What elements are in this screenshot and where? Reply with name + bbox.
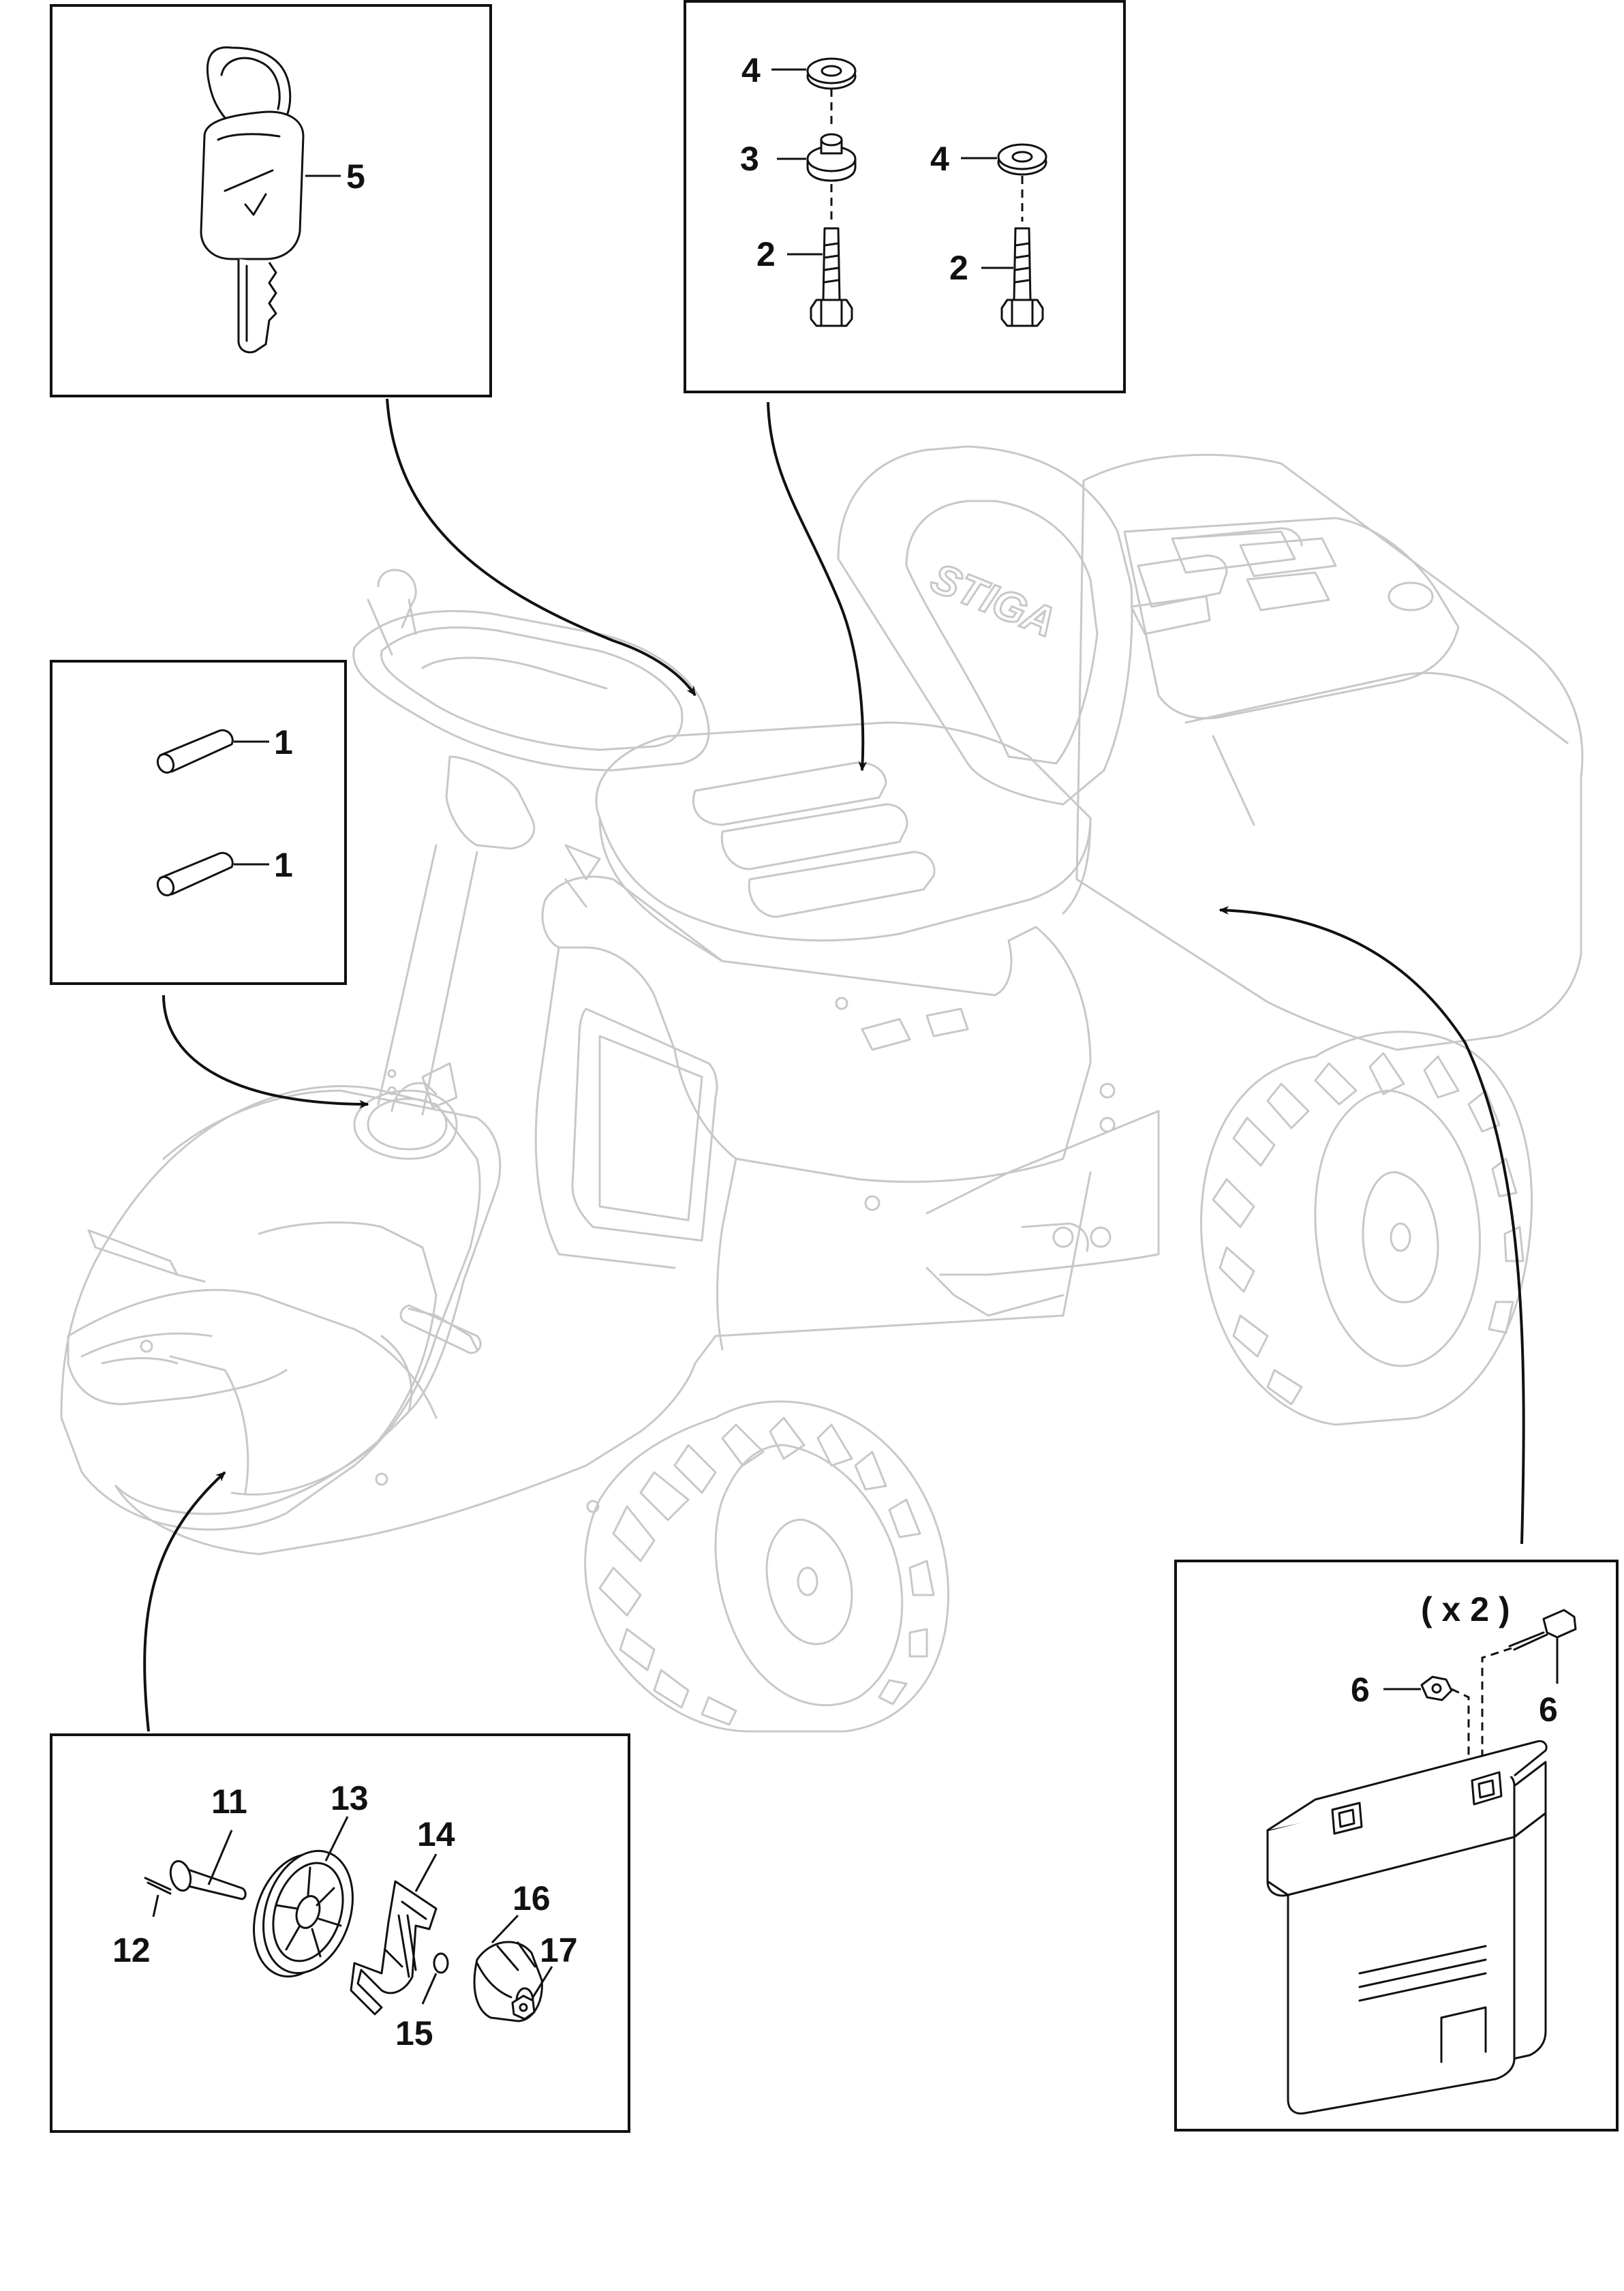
small-washer xyxy=(433,1952,449,1974)
detail-box-key: 5 xyxy=(50,4,492,397)
callout-17: 17 xyxy=(540,1931,578,1969)
arrow-bolts-to-seat xyxy=(767,401,868,772)
bushing xyxy=(806,133,857,182)
mount-bracket xyxy=(350,1880,438,2016)
callout-1-top: 1 xyxy=(274,723,293,761)
callout-4-right: 4 xyxy=(930,140,949,178)
callout-14: 14 xyxy=(417,1815,455,1853)
callout-6-right: 6 xyxy=(1539,1690,1558,1729)
axle-shaft xyxy=(169,1860,247,1900)
callout-11: 11 xyxy=(211,1782,247,1821)
washer-right xyxy=(997,143,1047,176)
callout-3: 3 xyxy=(740,140,759,178)
pin-bottom xyxy=(156,851,234,897)
arrow-wheel-to-deck xyxy=(143,1471,226,1732)
callout-5: 5 xyxy=(346,157,365,196)
split-pin xyxy=(144,1877,172,1895)
terminal-screw xyxy=(1508,1609,1577,1651)
callout-1-bottom: 1 xyxy=(274,846,293,884)
callout-16: 16 xyxy=(512,1879,551,1917)
pin-top xyxy=(156,729,234,774)
steering-assembly xyxy=(352,568,710,1160)
detail-box-seat-bolts: 4 3 2 4 2 xyxy=(684,0,1126,393)
callout-2-left: 2 xyxy=(756,235,776,273)
callout-13: 13 xyxy=(331,1779,369,1817)
battery-quantity-note: ( x 2 ) xyxy=(1421,1590,1510,1628)
front-wheel xyxy=(584,1400,950,1733)
callout-2-right: 2 xyxy=(949,249,968,287)
arrow-key-to-ignition xyxy=(386,398,696,697)
washer-top xyxy=(806,57,857,90)
arrow-battery-to-hood xyxy=(1219,906,1525,1545)
callout-4-top: 4 xyxy=(741,51,761,89)
hood-vents xyxy=(1130,527,1434,635)
small-wheel xyxy=(253,1849,354,1978)
detail-box-wheel-assembly: 11 12 13 14 15 16 17 xyxy=(50,1733,630,2133)
bolt-right xyxy=(1000,227,1044,327)
seat: STIGA xyxy=(595,445,1133,962)
detail-box-battery: ( x 2 ) 6 xyxy=(1174,1560,1619,2131)
ignition-key xyxy=(200,46,305,354)
small-nut xyxy=(511,1994,536,2020)
bolt-left xyxy=(810,227,853,327)
callout-12: 12 xyxy=(112,1931,151,1969)
leader-arrows xyxy=(143,398,1525,1732)
callout-6-left: 6 xyxy=(1351,1671,1370,1709)
ride-on-mower-illustration: STIGA xyxy=(60,445,1584,1733)
rear-wheel xyxy=(1200,1031,1533,1426)
callout-15: 15 xyxy=(395,2014,433,2052)
brand-logo: STIGA xyxy=(925,554,1062,646)
terminal-nut xyxy=(1420,1675,1453,1701)
detail-box-pins: 1 1 xyxy=(50,660,347,985)
arrow-pins-to-column xyxy=(162,995,369,1109)
battery xyxy=(1266,1740,1548,2115)
